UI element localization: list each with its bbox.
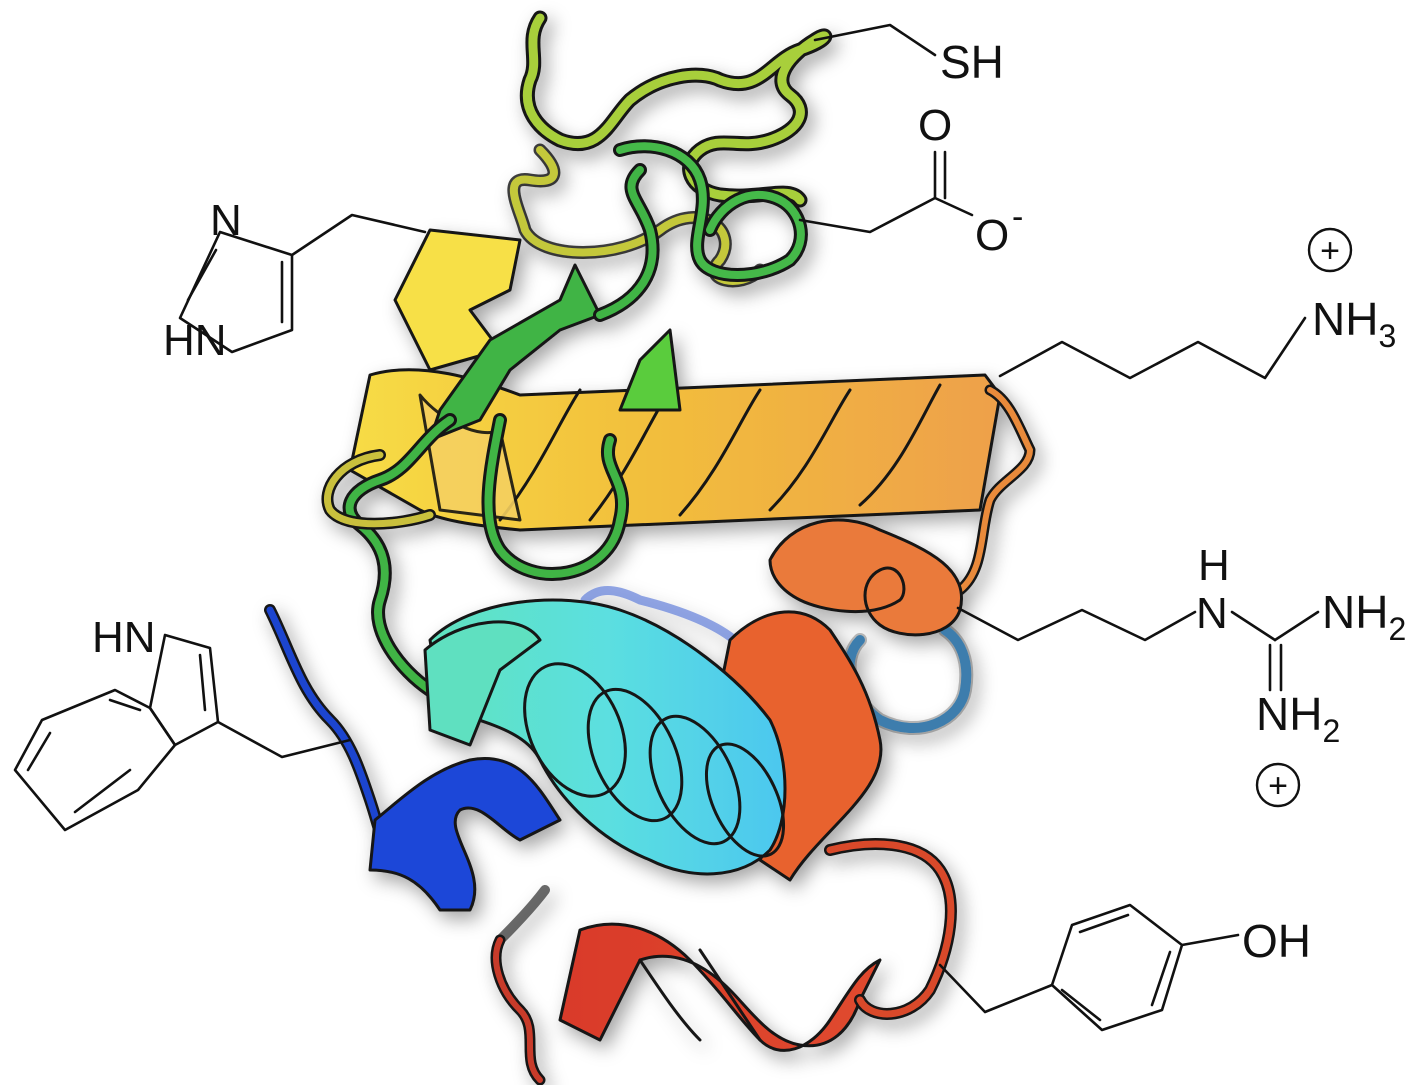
- blue-helix: [368, 757, 562, 912]
- carboxylate-charge-label: -: [1012, 198, 1023, 236]
- guanidine-charge-circle: [1255, 762, 1301, 808]
- side-chain-bonds: [13, 23, 1320, 1032]
- ammonium-charge-circle: [1307, 227, 1353, 273]
- guanidine-nh2-bottom-label: NH2: [1256, 688, 1340, 749]
- phenol-oh-label: OH: [1242, 915, 1311, 967]
- carboxylate-oxygen-label: O: [975, 211, 1009, 260]
- red-helix: [490, 885, 882, 1085]
- orange-helix: [718, 518, 963, 882]
- guanidine-nh2-top-label: NH2: [1322, 586, 1406, 647]
- guanidine-h-label: H: [1198, 541, 1230, 590]
- guanidine-n-label: N: [1196, 589, 1228, 638]
- imidazole-n-label: N: [210, 196, 242, 245]
- cyan-helix: [423, 598, 787, 876]
- guanidine-charge-label: +: [1268, 767, 1288, 805]
- lime-top-loop: [519, 10, 833, 208]
- imidazole-nh-label: HN: [163, 316, 227, 365]
- side-chain-labels: SH O O - N HN + NH3 H N NH2 NH2 + HN OH: [92, 36, 1406, 967]
- ammonium-charge-label: +: [1320, 232, 1340, 270]
- ammonium-label: NH3: [1312, 293, 1396, 354]
- thiol-label: SH: [940, 36, 1004, 88]
- yellow-helix-left: [393, 228, 522, 372]
- carbonyl-oxygen-label: O: [918, 101, 952, 150]
- green-strand-2: [618, 328, 682, 412]
- gold-orange-helix: [348, 368, 1002, 532]
- indole-nh-label: HN: [92, 613, 156, 662]
- protein-ribbon: [264, 10, 1036, 1085]
